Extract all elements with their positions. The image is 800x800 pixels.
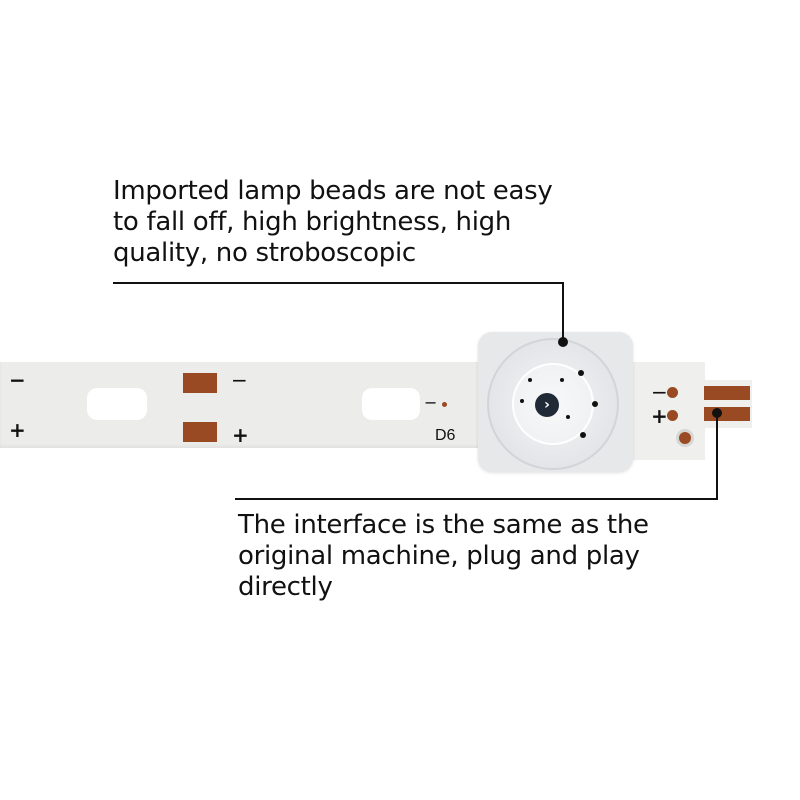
solder-point-plus	[667, 410, 678, 421]
lens-marker	[528, 378, 532, 382]
caption-line: to fall off, high brightness, high	[113, 207, 512, 237]
interface-caption: The interface is the same as the origina…	[238, 510, 708, 603]
solder-point	[442, 402, 447, 407]
leader-line-bottom-horizontal	[235, 498, 718, 500]
leader-line-top-vertical	[562, 282, 564, 342]
copper-pad-minus	[183, 373, 217, 393]
minus-marking: −	[651, 380, 668, 404]
minus-marking: −	[424, 393, 438, 412]
lens-marker	[560, 378, 564, 382]
caption-line: directly	[238, 572, 333, 602]
mounting-via	[679, 432, 691, 444]
lens-marker	[566, 415, 570, 419]
connector-contact-minus	[704, 386, 750, 400]
lens-marker	[520, 399, 524, 403]
minus-marking: −	[9, 368, 26, 392]
connector-contact-plus	[704, 407, 750, 421]
mounting-hole	[362, 388, 420, 420]
lens-marker	[580, 432, 586, 438]
caption-line: original machine, plug and play	[238, 541, 640, 571]
chevron-right-icon: ›	[535, 393, 559, 417]
led-label: D6	[435, 427, 456, 444]
plus-marking: +	[9, 418, 26, 442]
caption-line: quality, no stroboscopic	[113, 238, 416, 268]
plus-marking: +	[651, 404, 668, 428]
lamp-bead-caption: Imported lamp beads are not easy to fall…	[113, 176, 573, 269]
leader-line-bottom-vertical	[716, 413, 718, 500]
copper-pad-plus	[183, 422, 217, 442]
mounting-hole	[87, 388, 147, 420]
caption-line: The interface is the same as the	[238, 510, 649, 540]
lens-marker	[578, 370, 584, 376]
caption-line: Imported lamp beads are not easy	[113, 176, 553, 206]
solder-point-minus	[667, 387, 678, 398]
leader-dot-top	[558, 337, 568, 347]
lens-marker	[592, 401, 598, 407]
leader-line-top-horizontal	[113, 282, 564, 284]
connector-end-board	[620, 362, 705, 460]
minus-marking: −	[231, 368, 248, 392]
plus-marking: +	[232, 423, 249, 447]
